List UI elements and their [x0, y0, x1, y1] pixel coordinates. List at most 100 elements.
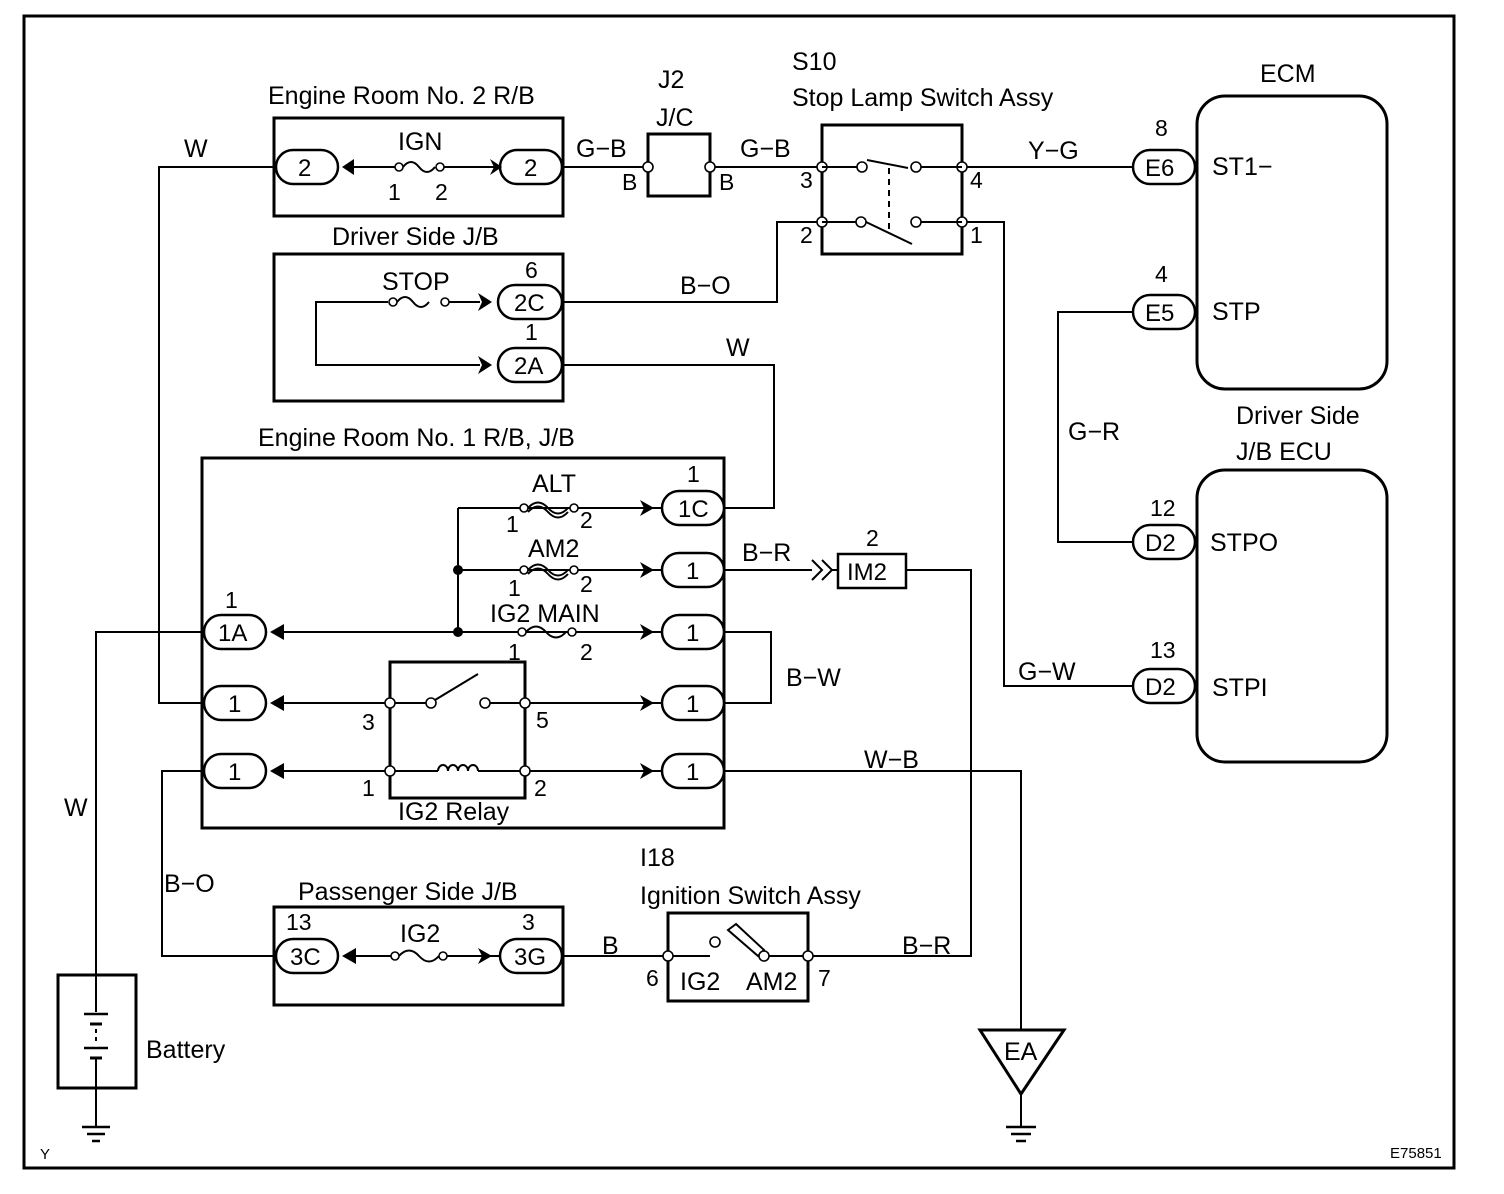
label-b-bottom: B [602, 932, 619, 960]
psjb-arrow-3g [478, 948, 492, 964]
label-gb-right: G−B [740, 135, 791, 163]
relay-contact-c2 [479, 697, 491, 709]
relay-contact-c1 [425, 697, 437, 709]
er1-am2-symbol-b [527, 567, 569, 581]
dsecu-stpi-conn [1131, 667, 1197, 705]
er1-alt-pin1: 1 [506, 511, 519, 537]
er1-alt-node1 [519, 503, 529, 513]
er1-left-conn-relay-label: 1 [228, 691, 241, 718]
label-w-mid: W [726, 334, 750, 362]
wire-br-im2-arrow [811, 559, 824, 581]
psjb-arrow-3c [342, 948, 356, 964]
wire-bo-top [563, 221, 822, 303]
i18-contact-c1 [709, 936, 721, 948]
wire-bo-bottom [161, 770, 276, 957]
wire-dsjb-loop [315, 301, 480, 366]
ecm-title: ECM [1260, 60, 1316, 88]
label-wb: W−B [864, 746, 919, 774]
label-br-bottom: B−R [902, 932, 951, 960]
dsecu-stpo-conn [1131, 523, 1197, 561]
dsjb-fuse-node1 [388, 297, 398, 307]
dsjb-2c-pinno: 6 [525, 257, 538, 283]
label-bo-top: B−O [680, 272, 731, 300]
i18-node7 [802, 950, 814, 962]
relay-node2 [519, 765, 531, 777]
er1-ig2main-label: IG2 MAIN [490, 600, 600, 628]
psjb-3g-conn [498, 937, 564, 975]
er1-ig2main-conn [660, 613, 726, 651]
psjb-3c-conn [274, 937, 340, 975]
er1-1a-label: 1A [218, 620, 247, 647]
er1-ig2main-conn-label: 1 [686, 620, 699, 647]
label-br-im2: B−R [742, 539, 791, 567]
er1-am2-pin2: 2 [580, 571, 593, 597]
relay-blade [434, 673, 479, 701]
i18-key-blade [726, 922, 766, 958]
er1-ig2main-node2 [567, 627, 577, 637]
dsecu-title-1: Driver Side [1236, 402, 1360, 430]
dsecu-stpo-label: STPO [1210, 529, 1278, 557]
wire-wb [724, 770, 1022, 1030]
s10-lower-c2 [910, 216, 922, 228]
ig2-relay: 3 5 1 2 IG2 Relay [362, 660, 549, 826]
psjb-3c-label: 3C [290, 944, 321, 971]
label-gb-left: G−B [576, 135, 627, 163]
dsecu-stpo-pinno: 12 [1150, 495, 1176, 521]
psjb-fuse-node1 [390, 951, 400, 961]
dsjb-2c-label: 2C [514, 290, 545, 317]
er1-ig2main-pin2: 2 [580, 639, 593, 665]
er1-ig2main-node1 [517, 627, 527, 637]
er1-arrow-left-coil [270, 763, 284, 779]
j2-pin-left: B [622, 169, 637, 195]
label-bw: B−W [786, 664, 841, 692]
ground-ea: EA [977, 1028, 1067, 1143]
psjb-3g-label: 3G [514, 944, 546, 971]
wire-color-labels: W G−B G−B Y−G B−O W G−R B−R B−W G−W W−B … [64, 135, 1120, 960]
er1-arrow-right-coil [640, 763, 654, 779]
er1-am2-conn [660, 551, 726, 589]
ecm-box [1195, 94, 1389, 391]
er2-fuse-node1 [394, 162, 404, 172]
er1-alt-pin2: 2 [580, 507, 593, 533]
relay-pin1: 1 [362, 775, 375, 801]
relay-node1 [384, 765, 396, 777]
dsjb-fuse-label: STOP [382, 268, 450, 296]
s10-pin4: 4 [970, 167, 983, 193]
wire-w-mid [563, 364, 775, 509]
wire-gr [1057, 311, 1133, 543]
ecm-stp-pinno: 4 [1155, 261, 1168, 287]
psjb-title: Passenger Side J/B [298, 878, 518, 906]
er2-conn-right-label: 2 [524, 155, 537, 182]
er1-am2-pin1: 1 [508, 575, 521, 601]
er1-1c-conn [660, 489, 726, 527]
s10-pin2: 2 [800, 222, 813, 248]
j2-junction-connector: J2 J/C B B [622, 66, 734, 198]
relay-box [388, 660, 527, 800]
dsecu-stpi-pinno: 13 [1150, 637, 1176, 663]
ecm-stp-conn [1131, 293, 1197, 331]
j2-title: J/C [656, 104, 694, 132]
er1-alt-symbol-a [527, 501, 569, 515]
ground-ea-label: EA [1004, 1038, 1038, 1066]
ecm-stp-conn-label: E5 [1145, 300, 1174, 327]
dsjb-fuse-symbol [396, 296, 430, 308]
er2-pin-in: 1 [388, 179, 401, 205]
psjb-fuse-label: IG2 [400, 920, 440, 948]
im2-pinno: 2 [866, 525, 879, 551]
wires [95, 166, 1133, 1030]
er1-1c-pinno: 1 [687, 461, 700, 487]
ecm-stp-label: STP [1212, 298, 1261, 326]
dsecu-title-2: J/B ECU [1236, 438, 1332, 466]
ecm-st1-pinno: 8 [1155, 115, 1168, 141]
dsecu-box [1195, 468, 1389, 764]
corner-mark: Y [40, 1146, 50, 1163]
wire-br-im2-arrow2 [821, 559, 834, 581]
er1-am2-label: AM2 [528, 535, 579, 563]
er1-1a-conn [202, 613, 268, 651]
er2-fuse-node2 [435, 162, 445, 172]
ecm: ECM 8 E6 ST1− 4 E5 STP [1131, 60, 1389, 391]
i18-pin7: 7 [818, 965, 831, 991]
i18-contact-c2 [758, 950, 770, 962]
label-bo-bottom: B−O [164, 870, 215, 898]
